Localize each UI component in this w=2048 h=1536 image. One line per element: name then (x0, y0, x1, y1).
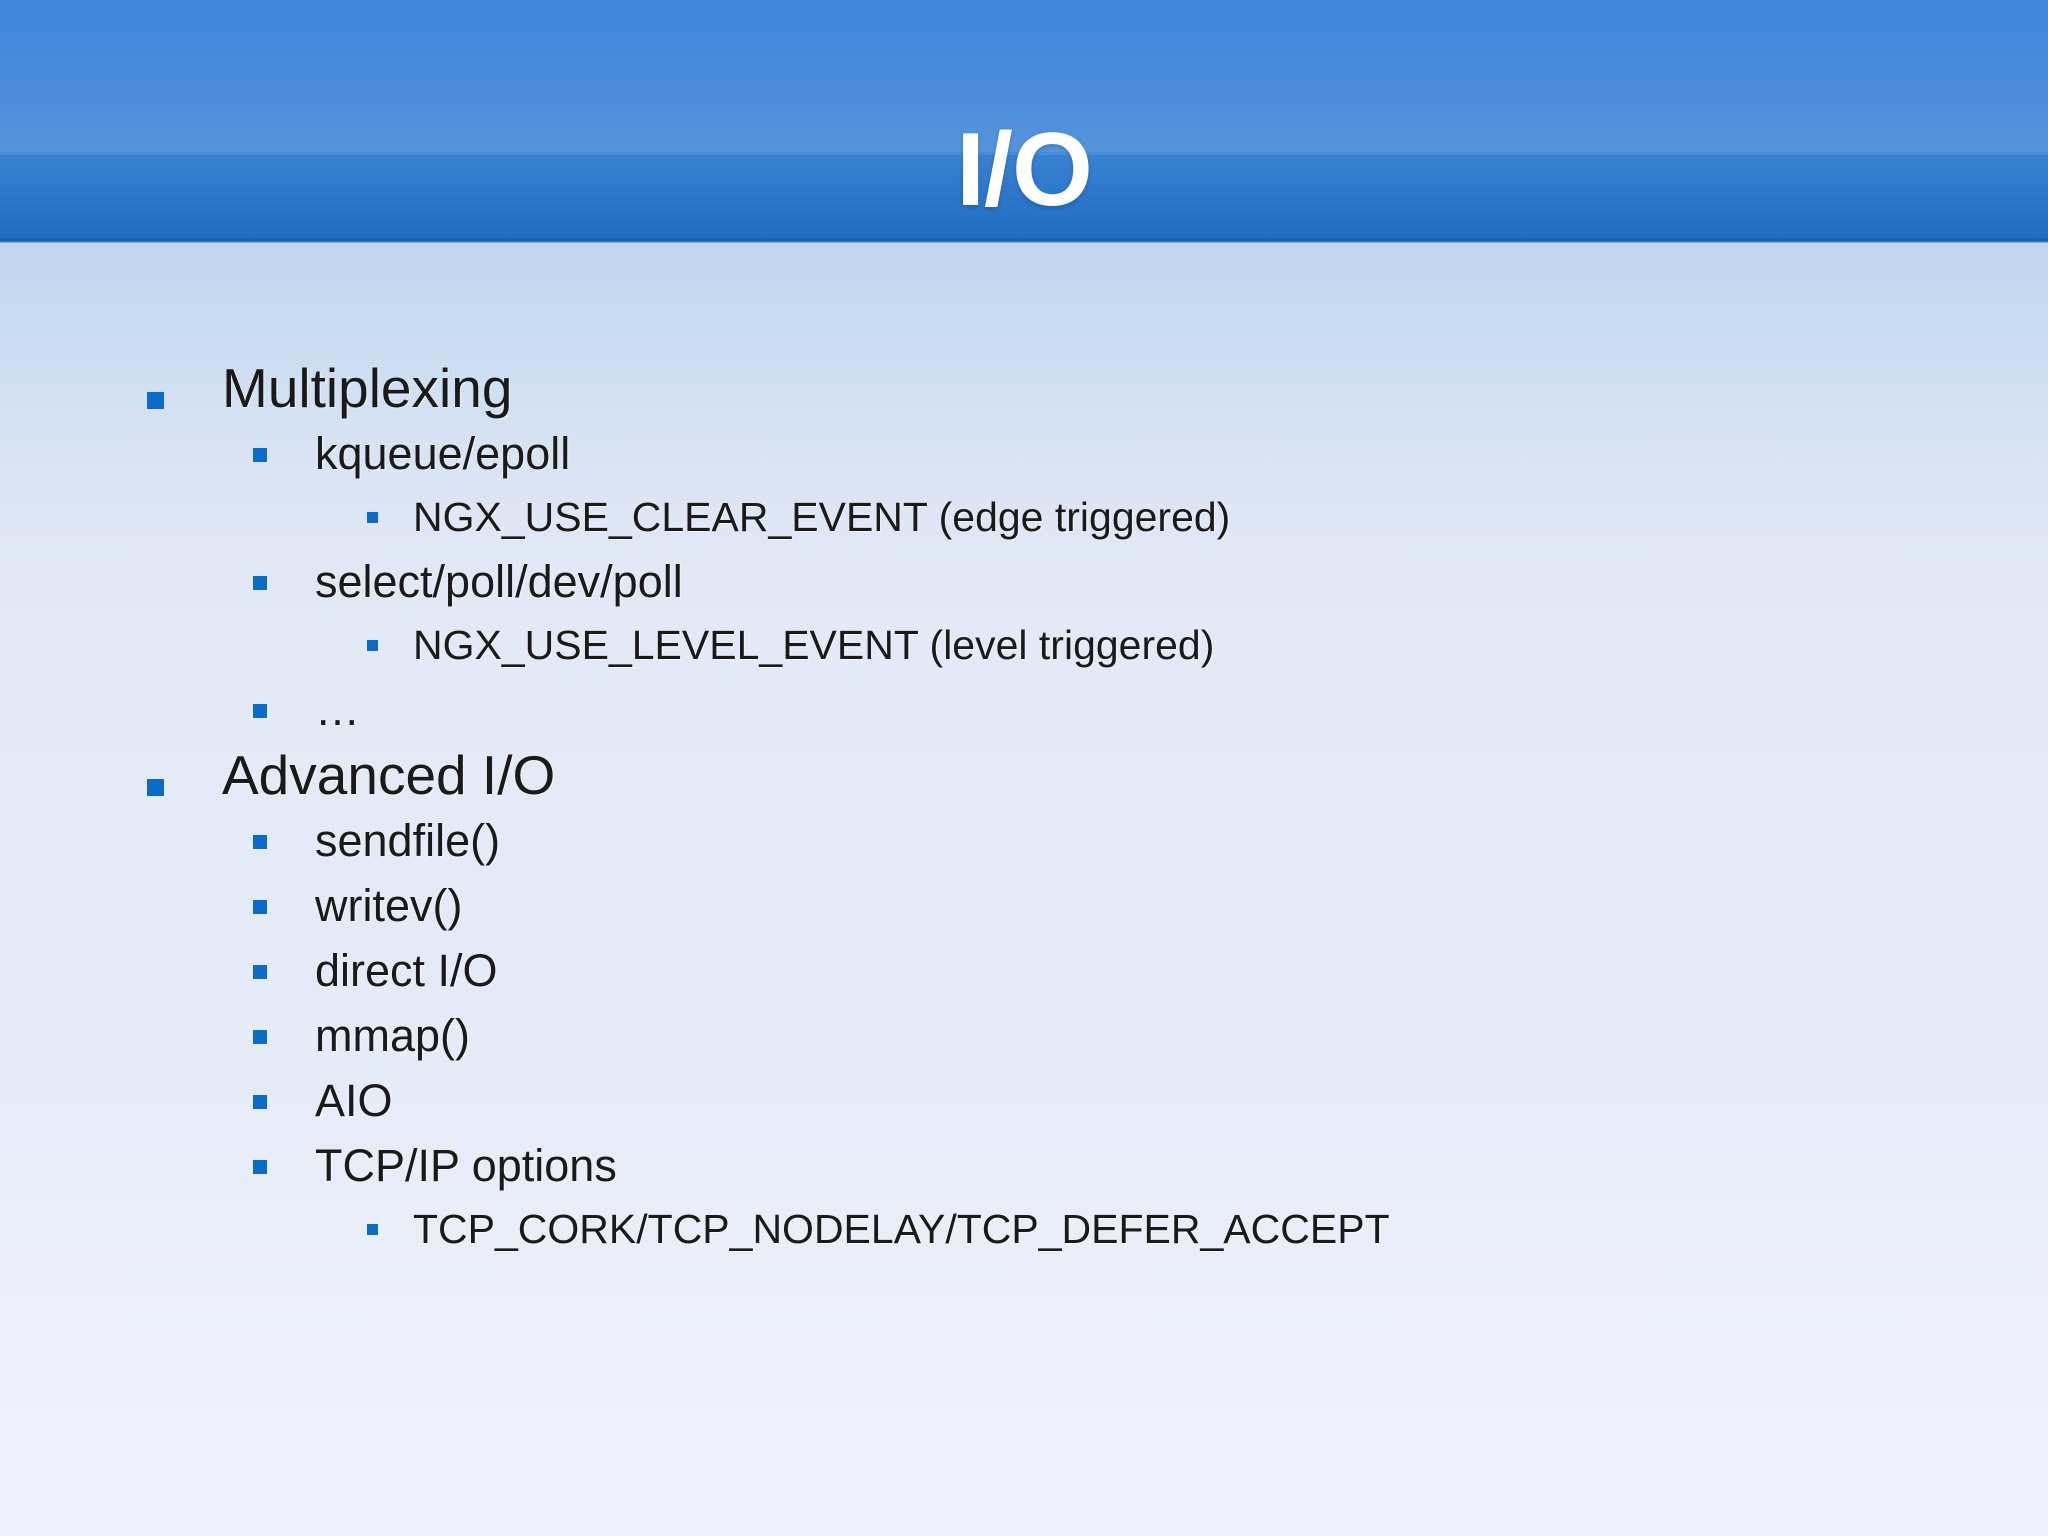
square-bullet-icon (367, 512, 378, 523)
bullet-item-label: select/poll/dev/poll (315, 556, 683, 607)
square-bullet-icon (253, 1095, 267, 1109)
bullet-item: sendfile() (0, 808, 2048, 873)
slide-title-band (0, 152, 2048, 240)
bullet-item-label: TCP_CORK/TCP_NODELAY/TCP_DEFER_ACCEPT (413, 1206, 1390, 1252)
square-bullet-icon (253, 835, 267, 849)
bullet-item: NGX_USE_CLEAR_EVENT (edge triggered) (0, 486, 2048, 549)
bullet-item: Multiplexing (0, 355, 2048, 421)
square-bullet-icon (367, 1224, 378, 1235)
bullet-item-label: NGX_USE_LEVEL_EVENT (level triggered) (413, 622, 1215, 668)
square-bullet-icon (253, 900, 267, 914)
bullet-item-label: direct I/O (315, 945, 498, 996)
bullet-item-label: sendfile() (315, 815, 501, 866)
bullet-item-label: kqueue/epoll (315, 428, 571, 479)
bullet-item-label: AIO (315, 1075, 393, 1126)
slide-title: I/O (956, 112, 1093, 228)
bullet-item: … (0, 677, 2048, 742)
square-bullet-icon (253, 704, 267, 718)
bullet-item: select/poll/dev/poll (0, 549, 2048, 614)
square-bullet-icon (147, 779, 164, 796)
square-bullet-icon (253, 576, 267, 590)
bullet-item: AIO (0, 1068, 2048, 1133)
square-bullet-icon (367, 640, 378, 651)
title-band-top-hairline (0, 152, 2048, 155)
bullet-item: writev() (0, 873, 2048, 938)
bullet-item-label: writev() (315, 880, 463, 931)
square-bullet-icon (253, 448, 267, 462)
bullet-item: TCP_CORK/TCP_NODELAY/TCP_DEFER_ACCEPT (0, 1198, 2048, 1261)
square-bullet-icon (253, 965, 267, 979)
slide-header-background (0, 0, 2048, 152)
bullet-item: NGX_USE_LEVEL_EVENT (level triggered) (0, 614, 2048, 677)
bullet-item-label: Multiplexing (222, 357, 513, 419)
bullet-item: TCP/IP options (0, 1133, 2048, 1198)
square-bullet-icon (253, 1030, 267, 1044)
bullet-item-label: mmap() (315, 1010, 470, 1061)
bullet-item-label: Advanced I/O (222, 744, 556, 806)
square-bullet-icon (147, 392, 164, 409)
bullet-item: kqueue/epoll (0, 421, 2048, 486)
bullet-item: direct I/O (0, 938, 2048, 1003)
bullet-item-label: … (315, 684, 360, 735)
title-band-bottom-shadow (0, 238, 2048, 243)
bullet-item-label: TCP/IP options (315, 1140, 617, 1191)
bullet-item: mmap() (0, 1003, 2048, 1068)
bullet-item: Advanced I/O (0, 742, 2048, 808)
bullet-item-label: NGX_USE_CLEAR_EVENT (edge triggered) (413, 494, 1231, 540)
square-bullet-icon (253, 1160, 267, 1174)
